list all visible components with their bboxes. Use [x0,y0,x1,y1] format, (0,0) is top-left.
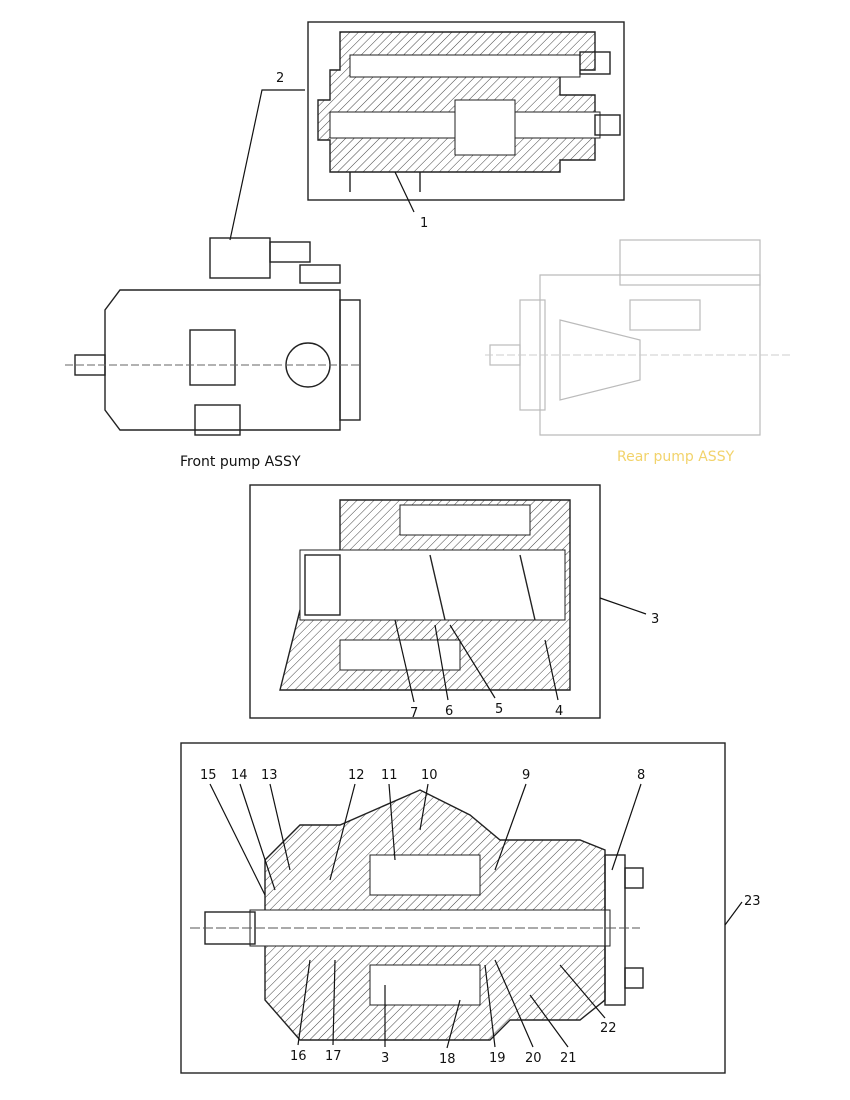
svg-text:6: 6 [445,704,453,719]
svg-text:20: 20 [525,1051,542,1066]
svg-text:16: 16 [290,1049,307,1064]
svg-text:10: 10 [421,768,438,783]
regulator-section-view [307,21,625,201]
svg-text:8: 8 [637,768,645,783]
svg-text:14: 14 [231,768,248,783]
svg-text:22: 22 [600,1021,617,1036]
bottom-callouts: 15 14 13 12 11 10 9 8 23 16 17 3 18 19 2… [200,768,761,1067]
svg-text:5: 5 [495,702,503,717]
rear-pump-caption: Rear pump ASSY [617,449,735,465]
pump-section-view [180,742,726,1074]
svg-text:15: 15 [200,768,217,783]
front-pump-drawing [65,237,361,436]
svg-text:4: 4 [555,704,563,719]
svg-text:2: 2 [276,71,284,86]
svg-text:11: 11 [381,768,398,783]
svg-text:18: 18 [439,1052,456,1067]
svg-text:3: 3 [381,1051,389,1066]
svg-text:9: 9 [522,768,530,783]
rear-pump-drawing [485,239,790,436]
cylinder-section-view [249,484,601,719]
middle-callouts: 3 4 5 6 7 [394,597,659,721]
svg-text:3: 3 [651,612,659,627]
callout-1: 1 [394,171,428,231]
callout-2: 2 [229,71,305,241]
svg-text:7: 7 [410,706,418,721]
svg-text:12: 12 [348,768,365,783]
svg-text:1: 1 [420,216,428,231]
svg-text:19: 19 [489,1051,506,1066]
svg-text:13: 13 [261,768,278,783]
front-pump-caption: Front pump ASSY [180,454,301,470]
svg-text:21: 21 [560,1051,577,1066]
svg-text:17: 17 [325,1049,342,1064]
svg-text:23: 23 [744,894,761,909]
